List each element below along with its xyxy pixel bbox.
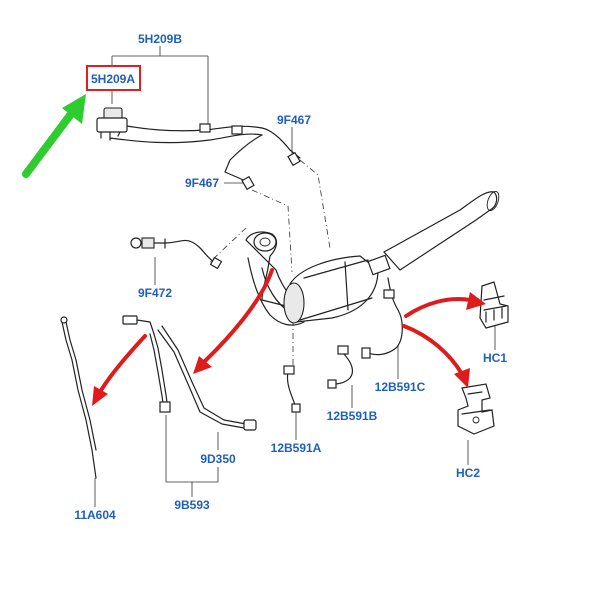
leader-lines bbox=[94, 46, 496, 507]
pipe-11A604-part bbox=[60, 316, 97, 479]
green-pointer-arrow-icon bbox=[22, 94, 86, 178]
label-12B591C[interactable]: 12B591C bbox=[375, 380, 426, 394]
part-labels: 5H209B 5H209A 9F467 9F467 9F472 11A604 9… bbox=[74, 32, 507, 522]
label-11A604[interactable]: 11A604 bbox=[74, 508, 116, 522]
clamp-HC1-part bbox=[479, 281, 509, 329]
temperature-sensor-9F472-part bbox=[130, 237, 223, 270]
label-HC2[interactable]: HC2 bbox=[456, 466, 480, 480]
label-9F467-lower[interactable]: 9F467 bbox=[185, 176, 219, 190]
label-5H209A[interactable]: 5H209A bbox=[91, 72, 135, 86]
temperature-sensor-12B591B-part bbox=[327, 345, 354, 389]
label-12B591A[interactable]: 12B591A bbox=[271, 441, 322, 455]
clamp-HC2-part bbox=[457, 383, 495, 435]
down-pipe-part bbox=[245, 231, 305, 326]
catalyst-dpf-part bbox=[283, 190, 500, 359]
label-5H209B[interactable]: 5H209B bbox=[138, 32, 182, 46]
label-9D350[interactable]: 9D350 bbox=[200, 452, 236, 466]
label-9F472[interactable]: 9F472 bbox=[138, 286, 172, 300]
label-9B593[interactable]: 9B593 bbox=[174, 498, 210, 512]
label-9F467-upper[interactable]: 9F467 bbox=[277, 113, 311, 127]
highlight-box bbox=[86, 65, 141, 91]
assembly-dash-lines bbox=[209, 159, 331, 368]
pressure-sensor-5H209A-part bbox=[96, 107, 301, 191]
label-HC1[interactable]: HC1 bbox=[483, 351, 507, 365]
sensor-pipes-9B593-part bbox=[122, 315, 257, 431]
temperature-sensor-12B591A-part bbox=[283, 365, 301, 413]
label-12B591B[interactable]: 12B591B bbox=[327, 409, 378, 423]
flow-arrows bbox=[92, 268, 486, 406]
